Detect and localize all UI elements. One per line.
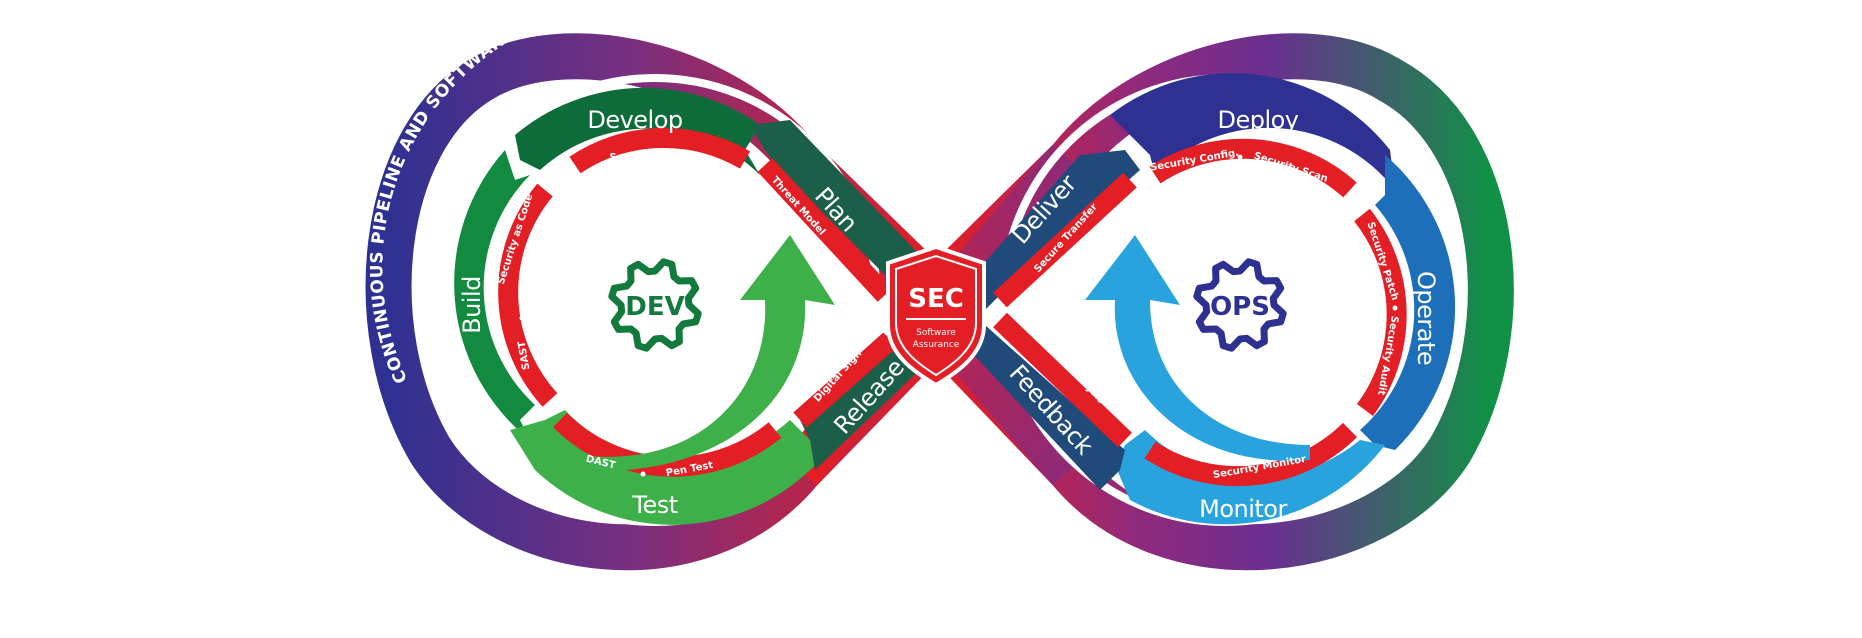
ops-practice-ribbon-top	[1149, 138, 1357, 198]
stage-monitor-label: Monitor	[1199, 495, 1287, 523]
practice-separator-dot	[519, 315, 525, 321]
practice-separator-dot	[1392, 305, 1398, 311]
stage-operate-label: Operate	[1412, 271, 1440, 365]
stage-develop-label: Develop	[587, 106, 682, 134]
dev-cycle-arrow	[580, 235, 835, 471]
ops-practice-ribbon-right	[1354, 208, 1407, 416]
dev-practice-ribbon-left	[498, 183, 558, 407]
practice-sast: SAST	[517, 340, 533, 371]
dev-gear-icon: DEV	[608, 258, 702, 352]
dev-practice-ribbon-bottom	[552, 412, 782, 477]
ops-cycle-arrow	[1085, 235, 1310, 461]
stage-test-label: Test	[631, 491, 677, 519]
ops-gear-label: OPS	[1210, 292, 1270, 322]
stage-deploy-label: Deploy	[1217, 106, 1298, 134]
ops-practice-ribbon-deliver	[993, 172, 1137, 308]
stage-deploy[interactable]	[1110, 73, 1395, 190]
sec-badge-title: SEC	[908, 284, 964, 314]
dev-practice-ribbon-release	[793, 332, 897, 428]
stage-deliver[interactable]	[960, 150, 1140, 310]
stage-develop[interactable]	[515, 87, 760, 175]
stage-operate[interactable]	[1360, 155, 1456, 450]
ops-practice-ribbon-feedback	[993, 312, 1132, 448]
dev-practice-ribbon	[569, 128, 751, 174]
stage-build-label: Build	[458, 276, 486, 334]
sec-badge-subtitle-1: Software	[916, 328, 956, 338]
sec-badge[interactable]: SEC Software Assurance	[886, 244, 986, 388]
ops-gear-icon: OPS	[1193, 258, 1287, 352]
practice-secure-coding: Secure Coding	[609, 152, 690, 163]
ops-practice-ribbon-bottom	[1144, 422, 1358, 487]
dev-practice-ribbon-plan	[757, 158, 893, 302]
dev-gear-label: DEV	[625, 292, 684, 322]
shield-inner-outline	[895, 254, 977, 377]
stage-release[interactable]	[800, 330, 930, 470]
stage-plan[interactable]	[750, 120, 920, 290]
practice-separator-dot	[1237, 154, 1243, 160]
shield-icon	[886, 244, 986, 388]
stage-build[interactable]	[454, 150, 535, 440]
dev-loop: DEV Develop Build Test Plan Release Secu…	[429, 74, 930, 526]
practice-separator-dot	[640, 471, 646, 477]
outer-band-left-lobe	[365, 33, 953, 571]
stage-feedback[interactable]	[960, 325, 1125, 490]
sec-badge-subtitle-2: Assurance	[913, 340, 960, 350]
outer-band-right-lobe	[919, 33, 1514, 571]
